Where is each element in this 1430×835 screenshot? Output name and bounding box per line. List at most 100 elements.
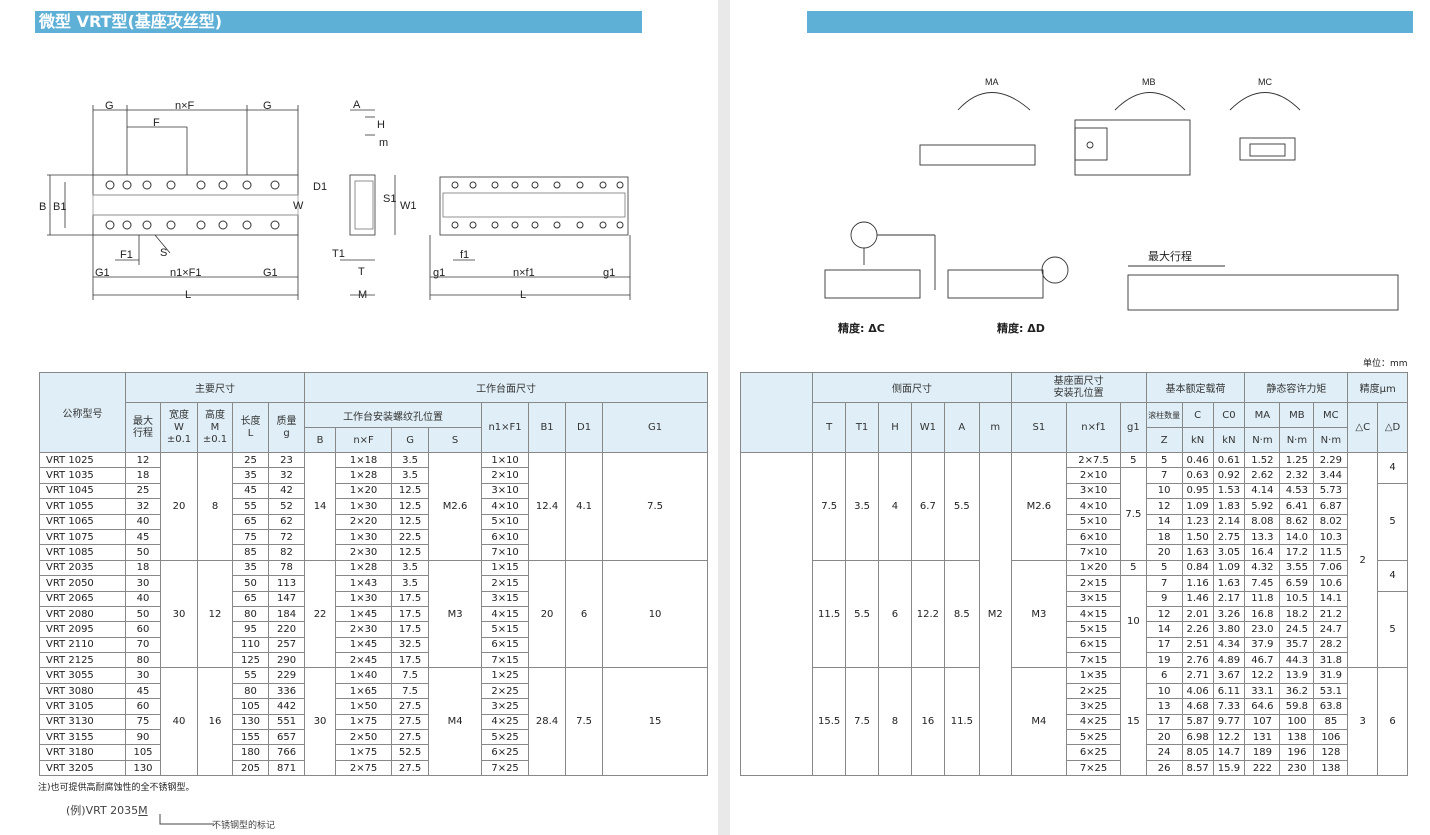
cell-length: 80: [232, 682, 269, 700]
cell-nf: 1×30: [335, 590, 393, 607]
cell-mc: 11.5: [1313, 544, 1349, 561]
cell-c: 2.51: [1181, 636, 1214, 654]
cell-mb: 35.7: [1279, 636, 1315, 654]
cell-stroke: 60: [125, 621, 161, 638]
cell-nf1: 7×15: [1065, 652, 1122, 669]
cell-dd: 5: [1377, 590, 1408, 669]
cell-z: 20: [1145, 729, 1183, 746]
cell-length: 75: [232, 528, 269, 546]
cell-n1f1: 5×25: [481, 729, 530, 746]
base-hole: [511, 181, 519, 189]
cell-nf: 1×28: [335, 559, 393, 577]
cell-c0: 3.67: [1212, 667, 1246, 684]
cell-w1: 16: [910, 667, 945, 777]
cell-t1: 5.5: [845, 559, 880, 669]
cell-g: 27.5: [391, 698, 430, 715]
cell-d1: 6: [565, 559, 604, 669]
svg-text:G: G: [263, 100, 272, 112]
cell-model: VRT 1075: [39, 528, 126, 546]
base-hole: [511, 221, 519, 229]
cell-g: 7.5: [391, 667, 430, 684]
cell-c: 8.57: [1181, 759, 1214, 777]
cell-s: M2.6: [428, 452, 483, 561]
base-hole: [469, 181, 477, 189]
cell-g: 27.5: [391, 713, 430, 731]
mounting-hole: [166, 180, 176, 190]
example-prefix: (例)VRT 2035: [66, 804, 139, 817]
right-title-band: [807, 11, 1413, 33]
cell-stroke: 90: [125, 729, 161, 746]
cell-z: 6: [1145, 667, 1183, 684]
cell-ma: 4.32: [1244, 559, 1281, 577]
base-hole: [451, 181, 459, 189]
cell-nf: 2×75: [335, 759, 393, 777]
cell-nf1: 5×25: [1065, 729, 1122, 746]
col-mc-top: MC: [1313, 402, 1349, 428]
cell-length: 45: [232, 482, 269, 500]
cell-c: 5.87: [1181, 713, 1214, 731]
cell-dc: 2: [1347, 451, 1379, 669]
cell-g: 17.5: [391, 590, 430, 607]
col-length: 长度 L: [232, 402, 269, 453]
svg-text:最大行程: 最大行程: [1148, 249, 1192, 263]
cell-nf: 2×30: [335, 621, 393, 638]
cell-mc: 10.6: [1313, 575, 1349, 592]
cell-z: 5: [1145, 451, 1183, 469]
cell-model: VRT 3205: [39, 759, 126, 777]
mounting-hole: [196, 220, 206, 230]
group-accuracy: 精度μm: [1347, 372, 1408, 403]
cell-n1f1: 6×25: [481, 744, 530, 761]
col-dd: △D: [1377, 402, 1408, 453]
base-hole: [491, 221, 499, 229]
cell-c: 0.63: [1181, 467, 1214, 484]
cell-c0: 7.33: [1212, 698, 1246, 715]
cell-c: 2.71: [1181, 667, 1214, 684]
cell-stroke: 32: [125, 498, 161, 515]
col-s1: S1: [1010, 402, 1067, 453]
svg-text:G: G: [105, 100, 114, 112]
cell-mc: 85: [1313, 713, 1349, 731]
col-d1: D1: [565, 402, 604, 453]
svg-text:G1: G1: [95, 267, 110, 279]
cell-nf1: 2×10: [1065, 467, 1122, 484]
cell-n1f1: 6×15: [481, 636, 530, 654]
cell-model: VRT 2110: [39, 636, 126, 654]
col-t1: T1: [845, 402, 880, 453]
cell-stroke: 60: [125, 698, 161, 715]
svg-text:f1: f1: [460, 249, 469, 261]
svg-text:n1×F1: n1×F1: [170, 267, 202, 279]
cell-z: 24: [1145, 744, 1183, 761]
cell-nf: 1×20: [335, 482, 393, 500]
cell-length: 65: [232, 590, 269, 607]
dimension-drawing-left: G n×F G F B B1 S F1 G1 n1×F1 G1 L A H m …: [39, 99, 631, 301]
cell-g1: 10: [602, 559, 709, 669]
cell-length: 130: [232, 713, 269, 731]
cell-a: 5.5: [943, 452, 980, 561]
cell-g: 12.5: [391, 482, 430, 500]
cell-nf: 1×18: [335, 451, 393, 469]
cell-n1f1: 4×25: [481, 713, 530, 731]
cell-ma: 46.7: [1244, 652, 1281, 669]
cell-s1: M2.6: [1010, 452, 1067, 561]
cell-c0: 2.14: [1212, 513, 1246, 530]
cell-d1: 7.5: [565, 667, 604, 777]
cell-stroke: 75: [125, 713, 161, 731]
cell-g: 17.5: [391, 605, 430, 623]
cell-nf: 2×45: [335, 652, 393, 669]
cell-c0: 3.05: [1212, 544, 1246, 561]
cell-g: 3.5: [391, 451, 430, 469]
cell-z: 10: [1145, 482, 1183, 500]
cell-mass: 62: [267, 513, 306, 530]
col-g1: G1: [602, 402, 709, 453]
cell-length: 55: [232, 498, 269, 515]
col-z-top: 滚柱数量: [1145, 402, 1183, 428]
